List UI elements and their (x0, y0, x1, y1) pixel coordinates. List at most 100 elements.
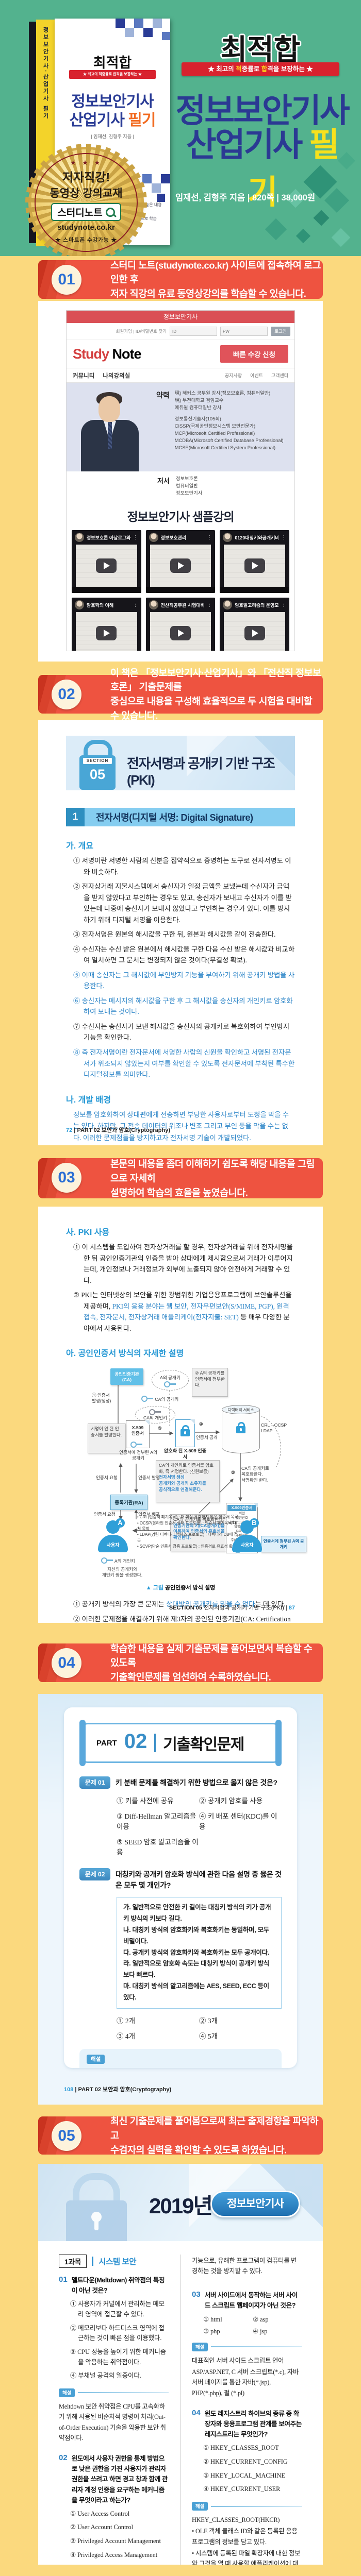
studynote-url: studynote.co.kr (57, 223, 115, 232)
unsigned-note: 서명이 안 된 인증서를 발행한다. (88, 1423, 126, 1454)
cover-title-accent: 필기 (128, 112, 156, 129)
video-thumbnail (150, 612, 211, 651)
question-02-box: 가. 일반적으로 안전한 키 길이는 대칭키 방식의 키가 공개키 방식의 키보… (117, 1897, 282, 2009)
ca-private-key: CA의 개인키 (135, 1406, 175, 1424)
verify-note: CA의 공개키로 복호화한다. 인증기관의 키(CA공개키)를 이용하여 인증서… (170, 1514, 230, 1552)
cover-ribbon: ★ 최고의 적중률로 합격을 보장하는 ★ (69, 70, 156, 79)
lock-icon (66, 2173, 127, 2241)
more-vert-icon[interactable] (281, 602, 286, 608)
search-icon (105, 207, 115, 217)
list-item: ⑤ 이때 송신자는 그 해시값에 부인방지 기능을 부여하기 위해 공개키 방법… (73, 971, 295, 990)
id-input[interactable] (170, 327, 217, 336)
site-topbar: 정보보안기사 (67, 311, 294, 323)
book-spine-title: 정보보안기사·산업기사 필기 (42, 27, 48, 120)
list-item: ① 공개키 방식의 가장 큰 문제는 상대방의 공개키를 믿을 수 없다는 데 … (73, 1600, 286, 1608)
sign-note: CA의 개인키로 인증서를 암호화, 즉 서명한다. (신원보증) 전자서명 생… (156, 1460, 220, 1503)
directory-service: 디렉터리 서비스 (222, 1405, 260, 1454)
play-icon[interactable] (244, 626, 265, 640)
instructor-profile: 약력 現) 해커스 공무원 강사(정보보호론, 컴퓨터일반) 現) 부천대학교 … (154, 383, 294, 471)
cert-request-label: 인증서 요청 (96, 1475, 118, 1481)
left-column: 1과목 시스템 보안 01 멜트다운(Meltdown) 취약점의 특징이 아닌… (59, 2255, 180, 2565)
section-title: 전자서명과 공개키 기반 구조(PKI) (127, 756, 275, 788)
banner-text: 학습한 내용을 실제 기출문제를 풀어보면서 복습할 수 있도록 기출확인문제를… (110, 1642, 313, 1683)
step2-note: ② A의 공개키를 인증서에 첨부한다. (192, 1368, 228, 1397)
feature-banner-03: 03 본문의 내용을 좀더 이해하기 쉽도록 해당 내용을 그림으로 자세히 설… (38, 1158, 323, 1198)
step3-label: ③ (158, 1426, 162, 1431)
explanation-tag: 해설 (192, 2502, 302, 2511)
list-item: ④ 수신자는 수신 받은 원본에서 해시값을 구한 다음 수신 받은 해시값과 … (73, 945, 295, 964)
attached-caption: 인증서에 첨부된 A의 공개키 (119, 1450, 157, 1461)
signup-find-links[interactable]: 회원가입 | ID/비밀번호 찾기 (116, 329, 167, 334)
video-card[interactable]: 정보보호관리 (145, 530, 216, 593)
question-03-choices: ① html ② asp ③ php ④ jsp (203, 2315, 269, 2335)
books-label: 저서 (157, 477, 170, 485)
page-footer: 108 | PART 02 보안과 암호(Cryptography) (64, 2087, 172, 2093)
heading-overview: 가. 개요 (66, 842, 94, 851)
cover-title-2: 산업기사 필기 (69, 112, 156, 129)
heading-background: 나. 개발 배경 (66, 1095, 111, 1105)
question-01: 문제 01 키 분배 문제를 해결하기 위한 방법으로 옳지 않은 것은? (79, 1776, 282, 1789)
question-01-choices: ① 키를 사전에 공유 ② 공개키 암호를 사용 ③ Diff-Hellman … (117, 1797, 277, 1856)
quick-enroll-button[interactable]: 빠른 수강 신청 (220, 345, 288, 363)
login-button[interactable]: 로그인 (271, 327, 290, 336)
video-course-medal: ★ ★ ★ 저자직강! 동영상 강의교재 스터디노트 studynote.co.… (25, 144, 147, 256)
question-02: 문제 02 대칭키와 공개키 암호화 방식에 관한 다음 설명 중 옳은 것은 … (79, 1868, 282, 1891)
more-vert-icon[interactable] (281, 535, 286, 540)
video-card[interactable]: 암호학의 이해 (72, 598, 141, 651)
exam-question-02: 02 윈도에서 사용자 권한을 통제 방법으로 낮은 권한을 가진 사용자가 관… (59, 2453, 168, 2504)
cover-title-1: 정보보안기사 (71, 93, 154, 110)
video-card[interactable]: 전산직공무원 시험대비... (145, 598, 216, 651)
cert-distribute-label: 인증서 배포 (138, 1512, 160, 1517)
more-vert-icon[interactable] (207, 535, 212, 540)
a-private-key: A의 개인키 (101, 1557, 135, 1564)
video-thumbnail (150, 545, 211, 587)
studynote-brand: 스터디노트 (57, 208, 103, 218)
cover-badge: 최적합 (93, 55, 132, 71)
subject-row: 1과목 시스템 보안 (59, 2255, 169, 2268)
instructor-section: 약력 現) 해커스 공무원 강사(정보보호론, 컴퓨터일반) 現) 부천대학교 … (67, 383, 294, 471)
nav-notice[interactable]: 공지사항 (224, 373, 242, 378)
encrypted-cert-doc (175, 1419, 195, 1448)
site-logo[interactable]: Study Note (73, 346, 142, 362)
banner-number: 03 (52, 1163, 81, 1193)
pw-input[interactable] (220, 327, 268, 336)
subsection-bar: 1 전자서명(디지털 서명: Digital Signature) (66, 808, 295, 826)
play-icon[interactable] (96, 626, 117, 640)
subsection-number: 1 (66, 808, 85, 826)
hero-title-1: 정보보안기사 (175, 92, 350, 129)
ra-box: 등록기관(RA) (110, 1495, 147, 1511)
video-card[interactable]: 정보보호론 아날로그와... (72, 530, 141, 593)
key-icon (141, 1396, 154, 1402)
nav-community[interactable]: 커뮤니티 (73, 372, 95, 379)
nav-support[interactable]: 고객센터 (271, 373, 288, 378)
exam-question-04: 04 윈도 레지스트리 하이브의 종류 중 확장자와 응용프로그램 관계를 보여… (192, 2408, 302, 2438)
more-vert-icon[interactable] (133, 535, 138, 540)
video-card[interactable]: 암호알고리즘의 운영모... (220, 598, 289, 651)
play-icon[interactable] (170, 626, 191, 640)
hero-title-accent: 필기 (248, 126, 339, 211)
banner-number: 04 (52, 1648, 81, 1678)
avatar (223, 533, 233, 542)
more-vert-icon[interactable] (207, 602, 212, 608)
list-item: ① 이 시스템을 도입하여 전자상거래를 할 경우, 전자상거래를 위해 전자서… (73, 1243, 293, 1284)
play-icon[interactable] (96, 558, 117, 573)
publish-label: 인증서 공개 (196, 1435, 218, 1440)
nav-event[interactable]: 이벤트 (250, 373, 263, 378)
exam-question-03: 03 서버 사이드에서 동작하는 서버 사이드 스크립트 웹페이지가 아닌 것은… (192, 2290, 298, 2309)
video-card[interactable]: 0120대칭키와공개키비... (220, 530, 289, 593)
list-item: ⑥ 송신자는 메시지의 해시값을 구한 후 그 해시값을 송신자의 개인키로 암… (73, 996, 293, 1016)
right-column: 기능으로, 유해한 프로그램이 컴퓨터를 변경하는 것을 방지할 수 있다. 0… (180, 2255, 302, 2565)
nav-my-classroom[interactable]: 나의강의실 (103, 372, 130, 379)
play-icon[interactable] (244, 558, 265, 573)
play-icon[interactable] (170, 558, 191, 573)
exam-question-01: 01 멜트다운(Meltdown) 취약점의 특징이 아닌 것은? (59, 2275, 165, 2295)
video-grid: 정보보호론 아날로그와... 정보보호관리 0120대칭키와공개키비... 암호… (67, 527, 294, 651)
more-vert-icon[interactable] (133, 602, 138, 608)
ca-public-key: CA의 공개키 (141, 1396, 178, 1402)
step5-label: ⑤ (231, 1470, 235, 1476)
book-cover: 정보보안기사·산업기사 필기 최적합 ★ 최고의 적중률로 합격을 보장하는 ★… (29, 19, 170, 247)
hero-title-2: 산업기사 필기 (186, 126, 339, 211)
